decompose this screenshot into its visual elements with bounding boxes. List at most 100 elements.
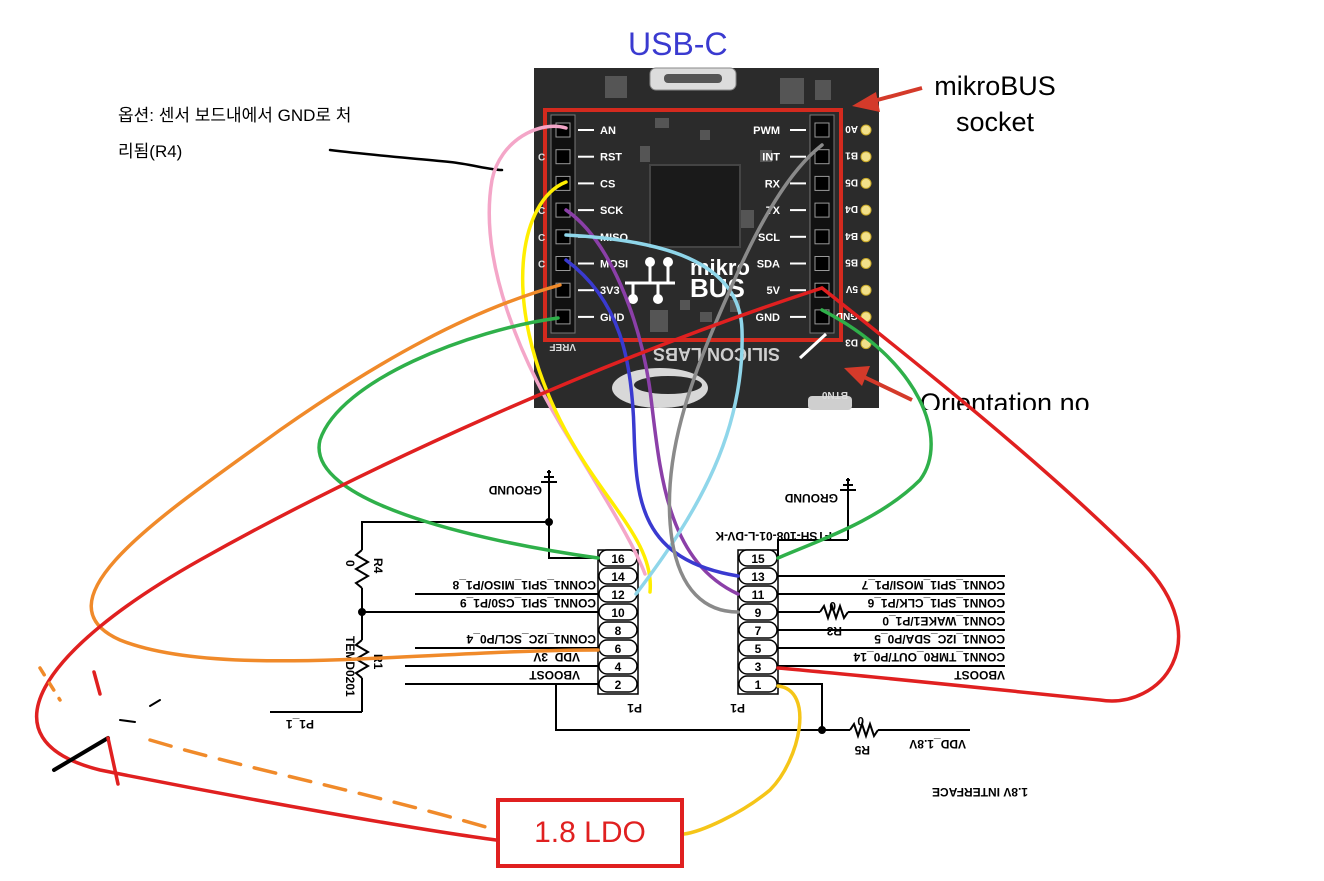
edge-pin-pad bbox=[860, 258, 872, 269]
connector-pin-number: 10 bbox=[611, 606, 625, 620]
header-pin-right bbox=[814, 122, 830, 138]
p1-right-label: P1 bbox=[730, 701, 745, 715]
connector-pin-number: 11 bbox=[752, 588, 765, 602]
net-tmr0-out: CONN1_TMR0_OUT/P0_14 bbox=[853, 650, 1005, 664]
btn0-button[interactable]: BTN0 bbox=[808, 389, 852, 410]
edge-pin-pad bbox=[860, 151, 872, 163]
edge-pin-label: B5 bbox=[845, 257, 858, 268]
mikrobus-label-line2: socket bbox=[955, 107, 1035, 137]
board-pin-label-right: 5V bbox=[767, 285, 781, 297]
board-pin-label-left: RST bbox=[600, 152, 622, 164]
edge-pin-pad bbox=[860, 177, 872, 189]
header-pin-left bbox=[555, 149, 571, 165]
ground-right-label: GROUND bbox=[784, 491, 838, 505]
resistor-icon bbox=[849, 720, 879, 740]
edge-letter-left: C bbox=[538, 153, 545, 164]
schematic-text: GROUND GROUND FTSH-108-01-L-DV-K P1 P1 C… bbox=[286, 483, 1028, 799]
ldo-label: 1.8 LDO bbox=[534, 816, 646, 849]
connector-pin bbox=[598, 621, 638, 639]
edge-pin-label: B1 bbox=[845, 150, 858, 161]
net-vboost-right: VBOOST bbox=[954, 668, 1005, 682]
header-pin-right bbox=[814, 202, 830, 218]
note-pointer-line bbox=[328, 148, 504, 172]
edge-pin-label: D4 bbox=[845, 203, 858, 214]
gnd-note-line2: 리됨(R4) bbox=[118, 142, 183, 161]
header-pin-right bbox=[814, 175, 830, 191]
orientation-notch-mark bbox=[798, 332, 828, 360]
net-spi-mosi: CONN1_SPI1_MOSI/P1_7 bbox=[861, 578, 1005, 592]
connector-pin-number: 9 bbox=[755, 606, 762, 620]
wire-green bbox=[317, 316, 600, 560]
arrow-icon bbox=[844, 366, 913, 402]
connector-pin bbox=[738, 657, 778, 675]
net-spi-cs0: CONN1_SPI1_CS0/P1_9 bbox=[460, 596, 596, 610]
interface-label: 1.8V INTERFACE bbox=[932, 785, 1028, 799]
board-pin-label-right: RX bbox=[765, 178, 781, 190]
wire-gray bbox=[667, 143, 824, 614]
connector-pin-number: 4 bbox=[615, 660, 622, 674]
r4-value: 0 bbox=[343, 560, 357, 567]
header-pin-right bbox=[814, 229, 830, 245]
connector-pin bbox=[598, 639, 638, 657]
connector-pin-number: 3 bbox=[755, 660, 762, 674]
wire-purple bbox=[564, 208, 740, 596]
edge-pin-pad bbox=[860, 204, 872, 216]
connector-pin-number: 15 bbox=[751, 552, 765, 566]
net-i2c-scl: CONN1_I2C_SCL/P0_4 bbox=[466, 632, 596, 646]
connector-pin bbox=[598, 603, 638, 621]
connector-pin-number: 13 bbox=[751, 570, 765, 584]
board-pin-label-left: AN bbox=[600, 125, 616, 137]
mcu-chip bbox=[649, 164, 741, 248]
header-pin-right bbox=[814, 256, 830, 271]
connector-pin-number: 6 bbox=[615, 642, 622, 656]
wire-yellow bbox=[521, 180, 652, 594]
edge-letter-left: C bbox=[538, 260, 545, 271]
net-spi-miso: CONN1_SPI1_MISO/P1_8 bbox=[452, 578, 596, 592]
p1-1-label: P1_1 bbox=[286, 717, 314, 731]
vdd-18-label: VDD_1.8V bbox=[909, 737, 966, 751]
edge-letter-left: C bbox=[538, 233, 545, 244]
wire-red bbox=[35, 286, 824, 842]
r1-part: TEMD0201 bbox=[343, 636, 357, 697]
edge-pin-pad bbox=[860, 284, 872, 296]
usb-c-label: USB-C bbox=[628, 26, 728, 62]
vref-label: VREF bbox=[549, 341, 576, 352]
mikrobus-socket-outline bbox=[543, 108, 843, 342]
connector-part-label: FTSH-108-01-L-DV-K bbox=[715, 529, 832, 543]
net-wake1: CONN1_WAKE1/P1_0 bbox=[882, 614, 1005, 628]
connector-pin-number: 2 bbox=[615, 678, 622, 692]
gnd-note-line1: 옵션: 센서 보드내에서 GND로 처 bbox=[118, 106, 352, 125]
board-pin-label-right: SCL bbox=[758, 232, 780, 244]
connector-pin bbox=[738, 621, 778, 639]
r5-label: R5 bbox=[854, 743, 870, 757]
edge-pin-label: A0 bbox=[845, 123, 858, 134]
wire-green bbox=[776, 308, 933, 560]
connector-pin bbox=[598, 675, 638, 693]
edge-pin-label: B4 bbox=[845, 230, 858, 241]
resistor-icon bbox=[354, 549, 370, 589]
edge-letter-left: C bbox=[538, 206, 545, 217]
net-spi-clk: CONN1_SPI1_CLK/P1_6 bbox=[867, 596, 1005, 610]
header-pin-left bbox=[555, 202, 571, 218]
board-pin-label-left: 3V3 bbox=[600, 285, 620, 297]
connector-pin bbox=[738, 675, 778, 693]
edge-pin-pad bbox=[860, 231, 872, 243]
usb-connector-icon bbox=[649, 67, 737, 91]
wire-red bbox=[776, 286, 1181, 703]
wire-orange bbox=[89, 283, 600, 663]
connector-pin-number: 14 bbox=[611, 570, 625, 584]
connector-pin-number: 1 bbox=[755, 678, 762, 692]
r3-value: 0 bbox=[829, 599, 836, 613]
board-pin-label-right: GND bbox=[756, 312, 781, 324]
silabs-logo-icon bbox=[612, 368, 708, 408]
connector-pin bbox=[598, 657, 638, 675]
board-pin-label-right: INT bbox=[762, 152, 780, 164]
edge-pin-label: 5V bbox=[845, 283, 858, 294]
ground-symbol-icon bbox=[541, 470, 557, 522]
net-i2c-sda: CONN1_I2C_SDA/P0_5 bbox=[874, 632, 1005, 646]
resistor-icon bbox=[819, 602, 849, 622]
connector-pin bbox=[598, 567, 638, 585]
connector-pin bbox=[738, 639, 778, 657]
dev-board: mikro BUS SILICON LABS BTN0 VREF ANRSTCC… bbox=[534, 67, 879, 410]
